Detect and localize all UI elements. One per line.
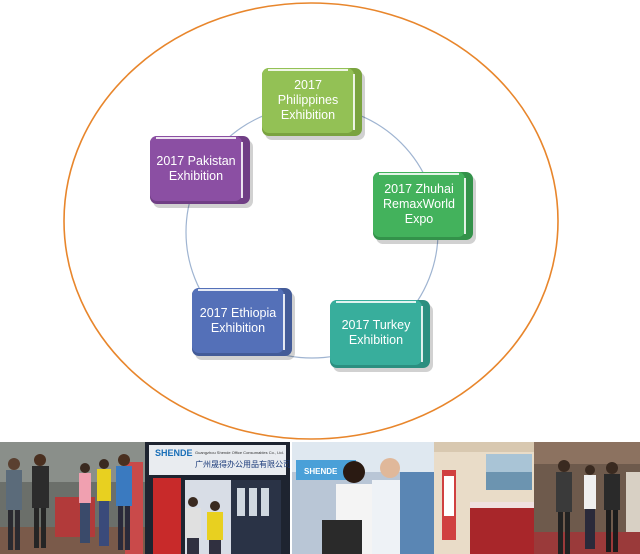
exhibition-photo-strip: SHENDE Guangzhou Shende Office Consumabl… (0, 442, 640, 554)
node-pakistan (150, 136, 253, 208)
photo-team-hall (534, 442, 640, 554)
node-turkey-face (330, 300, 422, 365)
exhibition-cycle-diagram (63, 2, 559, 440)
booth2-sign-brand: SHENDE (304, 467, 338, 476)
photo-booth-sign: SHENDE Guangzhou Shende Office Consumabl… (145, 442, 290, 554)
node-turkey (330, 300, 433, 372)
node-pakistan-face (150, 136, 242, 201)
outer-ellipse (63, 2, 559, 440)
booth-sign-company-cn: 广州晟得办公用品有限公司 (195, 459, 290, 469)
node-zhuhai (373, 172, 476, 244)
photo-visitors: SHENDE (292, 442, 434, 554)
booth-sign-brand: SHENDE (155, 448, 193, 458)
photo-exhibit-room (434, 442, 534, 554)
node-philippines-face (262, 68, 354, 133)
node-ethiopia (192, 288, 295, 360)
node-ethiopia-face (192, 288, 284, 353)
booth-sign-company-en: Guangzhou Shende Office Consumables Co.,… (195, 450, 284, 455)
photo-booth-team (0, 442, 145, 554)
node-philippines (262, 68, 365, 140)
node-zhuhai-face (373, 172, 465, 237)
